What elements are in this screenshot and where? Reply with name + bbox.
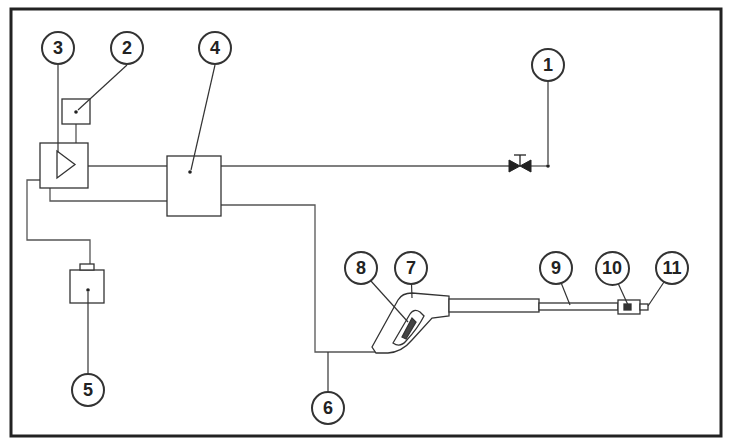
- callout-number: 4: [210, 39, 220, 57]
- callout-number: 5: [83, 381, 93, 399]
- pump-box: [40, 143, 88, 188]
- callout-circle: 9: [539, 251, 573, 285]
- callout-number: 11: [662, 259, 681, 277]
- callout-number: 1: [543, 56, 553, 74]
- callout-circle: 11: [655, 251, 689, 285]
- callout-circle: 3: [41, 31, 75, 65]
- callout-circle: 1: [531, 48, 565, 82]
- callout-circle: 7: [394, 251, 428, 285]
- callout-circle: 10: [595, 251, 630, 286]
- marker-dots: [74, 110, 630, 309]
- tank-cap: [80, 264, 94, 270]
- components: [40, 99, 221, 303]
- callout-number: 3: [53, 39, 63, 57]
- callout-number: 8: [356, 259, 366, 277]
- callout-circle: 5: [71, 373, 105, 407]
- callout-number: 2: [122, 39, 132, 57]
- callout-circle: 6: [311, 391, 345, 425]
- pipes: [27, 124, 548, 352]
- valve-symbol: [509, 155, 531, 172]
- callout-number: 10: [602, 259, 622, 277]
- callout-circle: 2: [110, 31, 144, 65]
- pump-symbol: [57, 151, 75, 178]
- callout-number: 9: [551, 259, 561, 277]
- frame: [11, 9, 721, 436]
- detergent-tank: [70, 270, 104, 303]
- spray-gun: [372, 293, 648, 353]
- callout-circle: 8: [344, 251, 378, 285]
- leader-lines: [58, 65, 672, 392]
- callout-number: 7: [406, 259, 416, 277]
- control-box: [167, 156, 221, 216]
- callout-number: 6: [323, 399, 333, 417]
- callout-circle: 4: [198, 31, 232, 65]
